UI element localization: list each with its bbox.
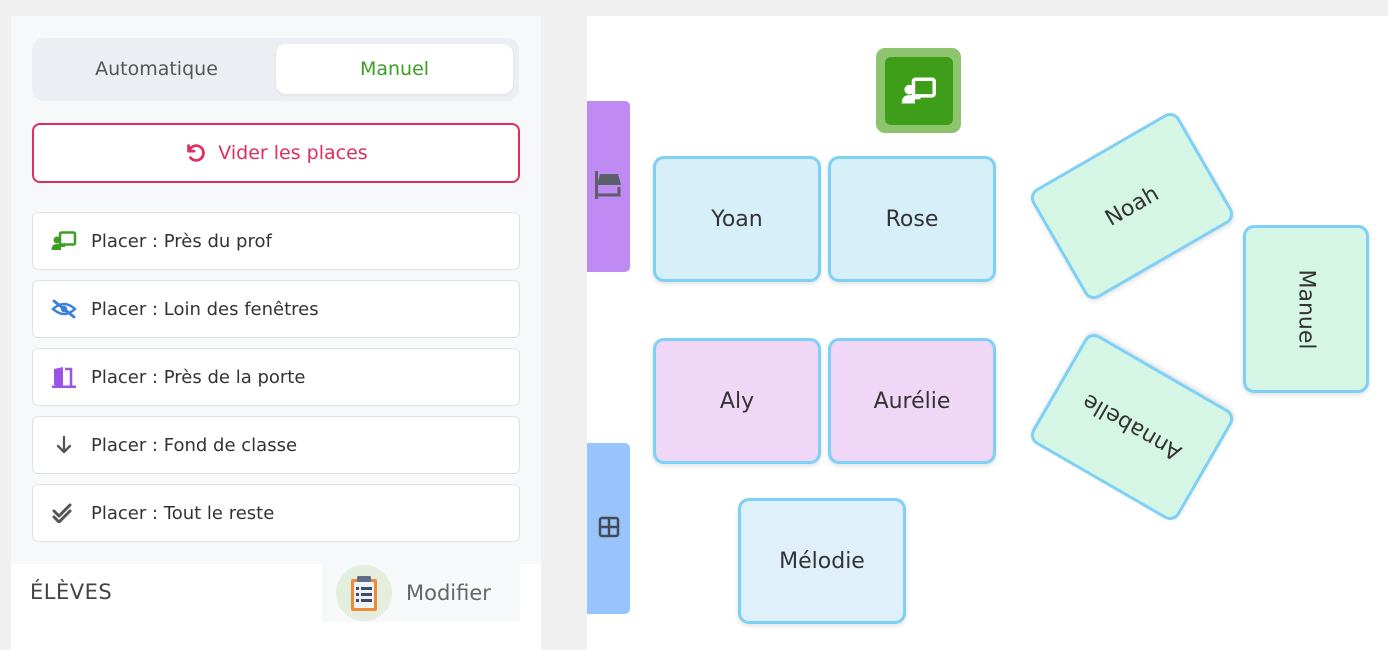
teacher-board-icon	[884, 56, 953, 125]
student-desk-manuel[interactable]: Manuel	[1243, 225, 1369, 393]
door-icon	[51, 366, 77, 388]
place-near-door-label: Placer : Près de la porte	[91, 366, 306, 388]
student-desk-rose[interactable]: Rose	[828, 156, 996, 282]
place-near-teacher-button[interactable]: Placer : Près du prof	[32, 212, 520, 270]
student-desk-noah[interactable]: Noah	[1026, 108, 1238, 304]
edit-students-button[interactable]: Modifier	[322, 564, 520, 622]
student-desk-melodie[interactable]: Mélodie	[738, 498, 906, 624]
student-desk-manuel-label: Manuel	[1293, 269, 1319, 349]
place-back-of-class-button[interactable]: Placer : Fond de classe	[32, 416, 520, 474]
clipboard-list-icon	[336, 565, 392, 621]
place-far-windows-label: Placer : Loin des fenêtres	[91, 298, 319, 320]
undo-icon	[187, 144, 206, 162]
clear-seats-button[interactable]: Vider les places	[32, 123, 520, 183]
place-back-of-class-label: Placer : Fond de classe	[91, 434, 298, 456]
mode-automatic-button[interactable]: Automatique	[95, 58, 218, 80]
place-near-door-button[interactable]: Placer : Près de la porte	[32, 348, 520, 406]
place-rest-label: Placer : Tout le reste	[91, 502, 275, 524]
student-desk-aly[interactable]: Aly	[653, 338, 821, 464]
student-desk-aurelie[interactable]: Aurélie	[828, 338, 996, 464]
place-rest-button[interactable]: Placer : Tout le reste	[32, 484, 520, 542]
place-near-teacher-label: Placer : Près du prof	[91, 230, 272, 252]
clear-seats-label: Vider les places	[218, 142, 368, 164]
student-desk-yoan[interactable]: Yoan	[653, 156, 821, 282]
eye-slash-icon	[51, 298, 77, 320]
edit-students-label: Modifier	[406, 581, 491, 605]
student-desk-annabelle[interactable]: Annabelle	[1026, 329, 1238, 525]
students-section-header: ÉLÈVES Modifier	[11, 564, 541, 650]
teacher-desk[interactable]	[876, 48, 961, 133]
window-icon	[598, 516, 620, 542]
double-check-icon	[51, 502, 77, 524]
teacher-board-icon	[51, 230, 77, 252]
window-marker	[587, 443, 630, 614]
mode-manual-button[interactable]: Manuel	[276, 44, 513, 94]
arrow-down-icon	[51, 434, 77, 456]
place-far-windows-button[interactable]: Placer : Loin des fenêtres	[32, 280, 520, 338]
classroom-layout: Yoan Rose Noah Manuel Aly Aurélie Annabe…	[587, 16, 1388, 650]
door-icon	[594, 170, 624, 204]
seating-control-panel: Automatique Manuel Vider les places Plac…	[11, 16, 541, 650]
door-marker	[587, 101, 630, 272]
students-title: ÉLÈVES	[30, 580, 113, 604]
mode-toggle: Automatique Manuel	[32, 38, 519, 101]
